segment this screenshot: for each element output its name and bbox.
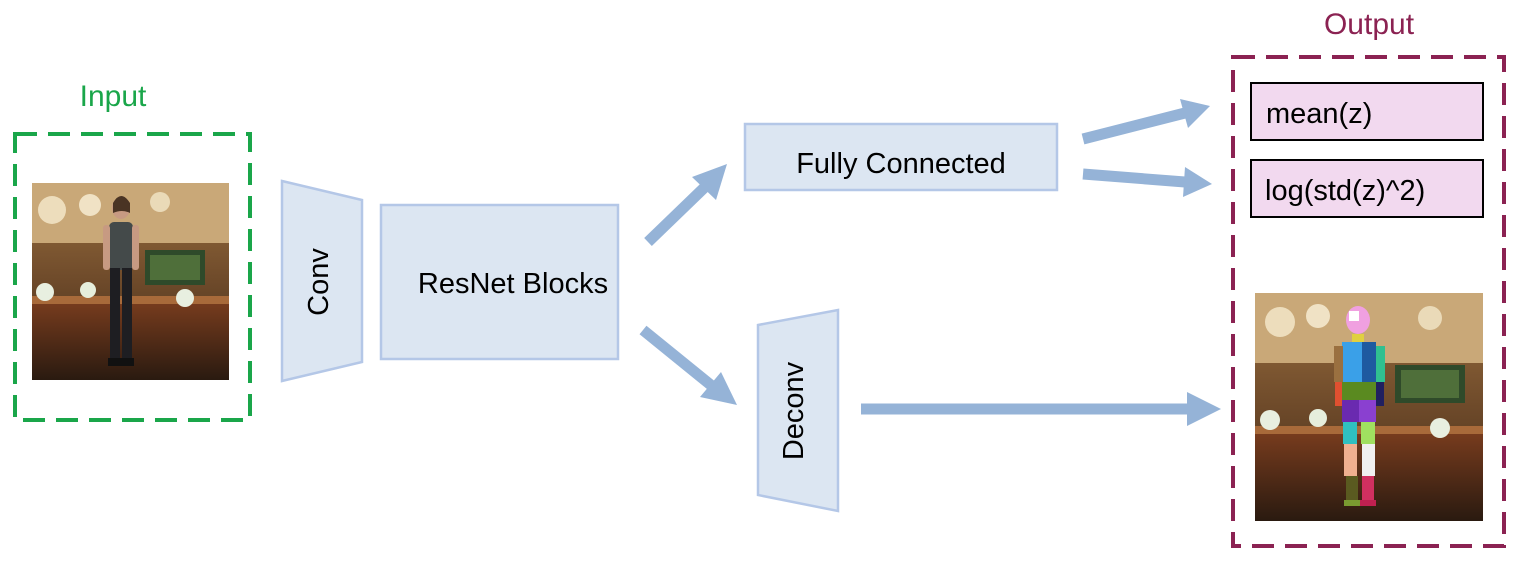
conv-label: Conv [303, 248, 335, 316]
resnet-block [379, 203, 620, 361]
arrow-fc-to-mean [1081, 99, 1210, 145]
output-image [1255, 293, 1483, 521]
arrow-resnet-to-fc [644, 164, 727, 246]
logvar-output-box [1250, 159, 1484, 218]
output-dashed-border [1231, 55, 1506, 548]
resnet-label: ResNet Blocks [418, 268, 608, 300]
input-image [32, 183, 229, 380]
arrow-deconv-to-output [861, 392, 1221, 426]
deconv-label: Deconv [778, 361, 810, 460]
mean-output-box [1250, 82, 1484, 141]
conv-block [280, 179, 364, 383]
fully-connected-label: Fully Connected [796, 148, 1006, 180]
output-label: Output [1324, 8, 1415, 41]
arrow-fc-to-logvar [1082, 167, 1212, 197]
mean-output-label: mean(z) [1266, 98, 1372, 130]
fully-connected-block [743, 122, 1059, 192]
input-dashed-border [13, 132, 252, 422]
input-label: Input [80, 80, 147, 113]
deconv-block [756, 308, 840, 513]
arrow-resnet-to-deconv [639, 325, 737, 405]
logvar-output-label: log(std(z)^2) [1265, 175, 1425, 207]
